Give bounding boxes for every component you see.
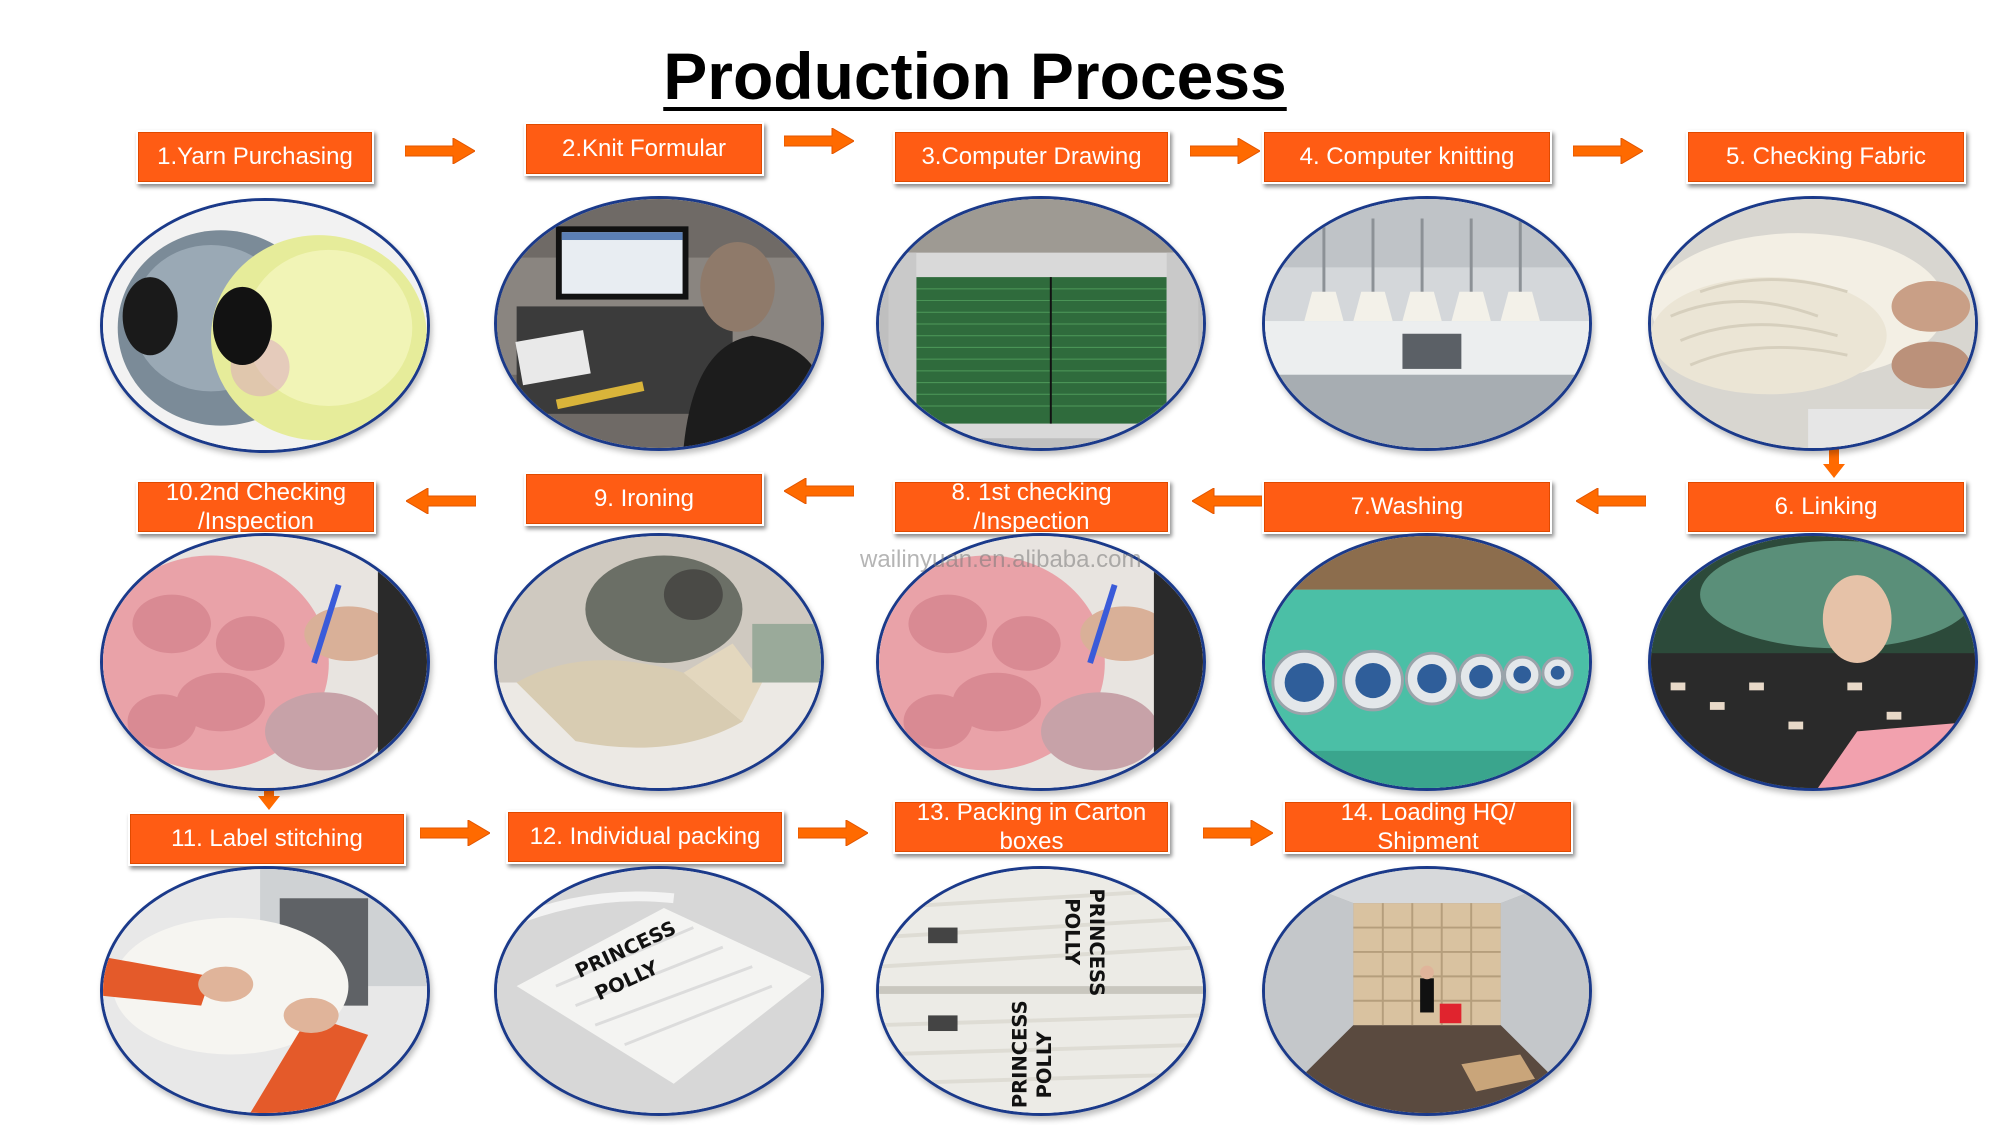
step-8-label: 8. 1st checking /Inspection (893, 480, 1170, 534)
watermark: wailinyuan.en.alibaba.com (860, 546, 1142, 574)
step-10-label: 10.2nd Checking /Inspection (136, 480, 376, 534)
arrow-left-icon (784, 478, 854, 504)
step-5-label: 5. Checking Fabric (1686, 130, 1966, 184)
svg-text:PRINCESS: PRINCESS (1008, 1000, 1031, 1108)
linking-machine-photo (1648, 533, 1978, 791)
step-13-label: 13. Packing in Carton boxes (893, 800, 1170, 854)
arrow-left-icon (1576, 488, 1646, 514)
step-3-label: 3.Computer Drawing (893, 130, 1170, 184)
arrow-right-icon (405, 138, 475, 164)
arrow-right-icon (1203, 820, 1273, 846)
step-2-label: 2.Knit Formular (524, 122, 764, 176)
arrow-left-icon (406, 488, 476, 514)
arrow-left-icon (1192, 488, 1262, 514)
step-11-label: 11. Label stitching (128, 812, 406, 866)
arrow-right-icon (1573, 138, 1643, 164)
inspection-photo (100, 533, 430, 791)
office-computer-photo (494, 196, 824, 451)
polybag-photo: PRINCESS POLLY (494, 866, 824, 1116)
container-loading-photo (1262, 866, 1592, 1116)
arrow-down-icon (1823, 446, 1845, 478)
svg-text:PRINCESS: PRINCESS (1085, 889, 1108, 997)
step-1-label: 1.Yarn Purchasing (136, 130, 374, 184)
sewing-photo (100, 866, 430, 1116)
step-6-label: 6. Linking (1686, 480, 1966, 534)
svg-text:POLLY: POLLY (1033, 1031, 1056, 1099)
carton-packing-photo: PRINCESS POLLY PRINCESS POLLY (876, 866, 1206, 1116)
washing-machines-photo (1262, 533, 1592, 791)
svg-text:POLLY: POLLY (1061, 898, 1084, 966)
ironing-photo (494, 533, 824, 791)
step-7-label: 7.Washing (1262, 480, 1552, 534)
arrow-right-icon (798, 820, 868, 846)
yarn-cones-photo (100, 198, 430, 453)
arrow-right-icon (784, 128, 854, 154)
step-9-label: 9. Ironing (524, 472, 764, 526)
knitting-machine-photo (1262, 196, 1592, 451)
arrow-right-icon (420, 820, 490, 846)
page-title: Production Process (0, 38, 1950, 114)
arrow-right-icon (1190, 138, 1260, 164)
step-4-label: 4. Computer knitting (1262, 130, 1552, 184)
fabric-pile-photo (1648, 196, 1978, 451)
cad-screen-photo (876, 196, 1206, 451)
step-12-label: 12. Individual packing (506, 810, 784, 864)
step-14-label: 14. Loading HQ/ Shipment (1283, 800, 1573, 854)
